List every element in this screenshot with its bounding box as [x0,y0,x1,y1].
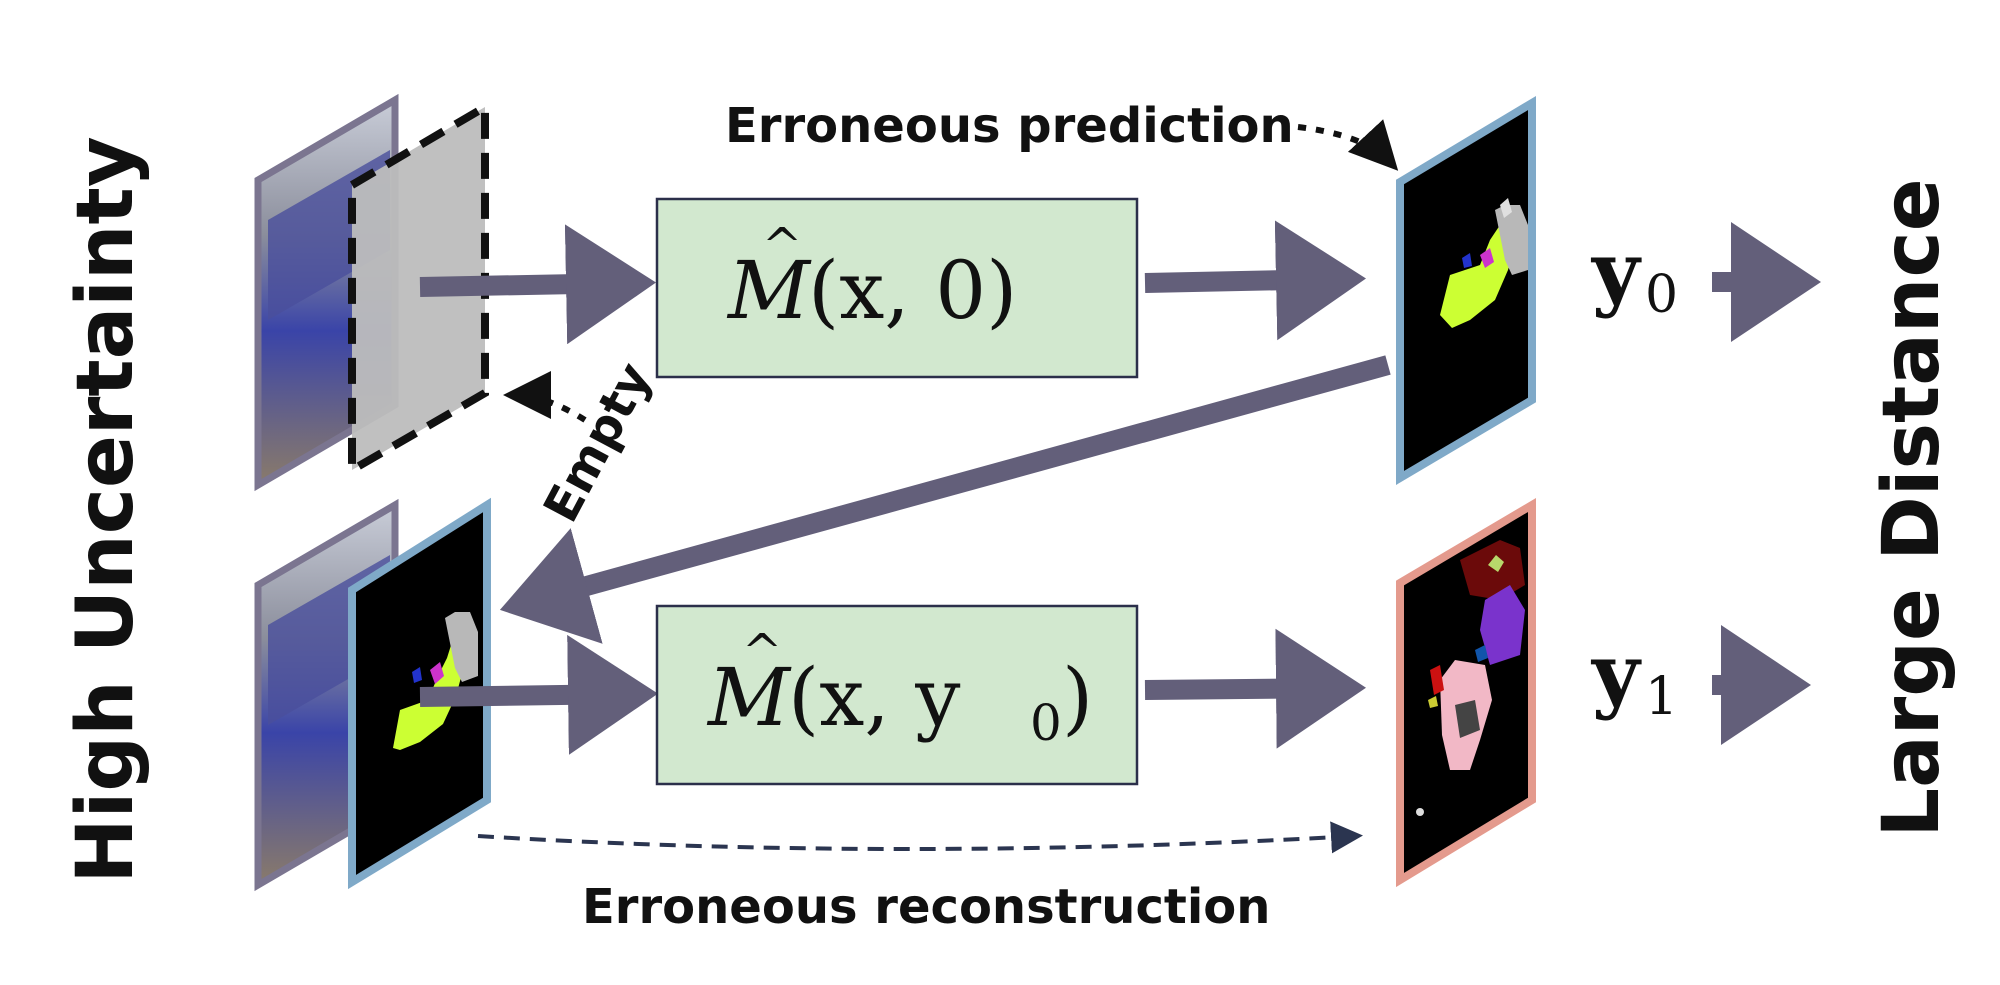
model-box-bottom: ^ M (x, y 0 ) [655,604,1139,786]
model-top-symbol: M [726,244,812,337]
erroneous-reconstruction-arrow [477,821,1363,854]
model-bottom-sub: 0 [1030,694,1062,752]
left-label: High Uncertainty [61,136,151,883]
right-label: Large Distance [1867,178,1957,837]
output-y0: y 0 [1590,224,1678,325]
output-y1-symbol: y [1590,626,1642,722]
model-bottom-close: ) [1062,651,1093,744]
empty-mask [348,100,489,477]
arrow-model-to-prediction-bottom [1144,628,1366,749]
model-bottom-symbol: M [706,651,792,744]
arrow-input-to-model-bottom [419,634,658,755]
arrow-feedback [499,355,1391,644]
empty-label: Empty [533,354,663,532]
erroneous-prediction-label: Erroneous prediction [725,98,1294,154]
empty-arrow [503,371,587,423]
arrow-input-to-model-top [419,224,656,345]
output-y0-symbol: y [1590,224,1642,320]
prediction-map-top [1396,95,1536,486]
output-y1-sub: 1 [1645,667,1678,727]
prediction-map-bottom [1396,497,1536,888]
erroneous-prediction-arrow [1297,119,1399,171]
model-top-args: (x, 0) [808,244,1017,337]
output-y1: y 1 [1590,626,1678,727]
model-bottom-args: (x, y [788,651,960,744]
output-y0-sub: 0 [1645,265,1678,325]
model-box-top: ^ M (x, 0) [655,197,1139,379]
model-bottom-hat: ^ [742,624,782,680]
input-mask-bottom [348,497,491,890]
arrow-model-to-prediction-top [1144,220,1366,341]
model-top-hat: ^ [762,218,802,274]
erroneous-reconstruction-label: Erroneous reconstruction [582,879,1270,935]
